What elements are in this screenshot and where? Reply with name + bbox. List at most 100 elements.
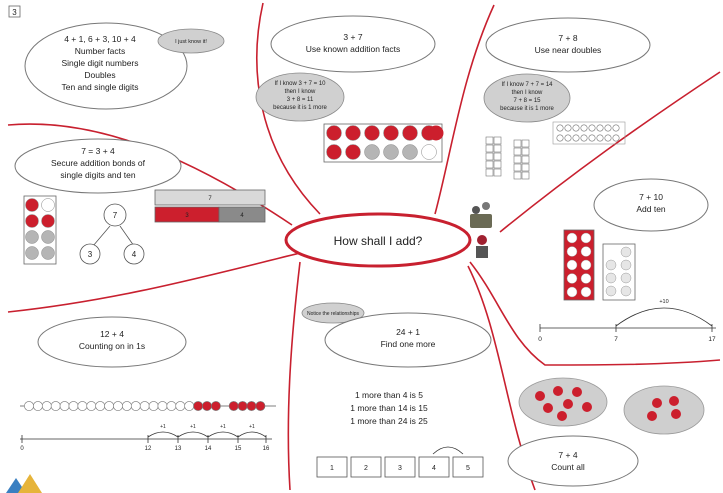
number-card-label-4: 4 xyxy=(432,465,436,472)
line-bottom-left-down xyxy=(288,262,300,490)
ring-counter xyxy=(613,135,619,141)
count-dot xyxy=(647,411,657,421)
one-more-line-1: 24 + 1 xyxy=(396,327,420,337)
ring-counter xyxy=(589,135,595,141)
cube-block xyxy=(522,156,529,163)
number-card-label-3: 3 xyxy=(398,465,402,472)
count-dot xyxy=(669,396,679,406)
partial-frame-dot xyxy=(621,247,631,257)
ring-counter xyxy=(597,125,603,131)
known-facts-bubble-2: then I know xyxy=(285,89,316,95)
jump-label-1: +1 xyxy=(160,424,166,430)
one-more-fact-1: 1 more than 4 is 5 xyxy=(355,390,423,400)
bead xyxy=(229,401,238,410)
near-doubles-line-1: 7 + 8 xyxy=(558,33,577,43)
count-axis-label-14: 14 xyxy=(205,446,212,452)
count-dot xyxy=(543,403,553,413)
ring-counter xyxy=(573,125,579,131)
bead xyxy=(96,401,105,410)
bead xyxy=(87,401,96,410)
jump-label-3: +1 xyxy=(220,424,226,430)
ten-frame-counter xyxy=(365,145,380,160)
count-dot xyxy=(671,409,681,419)
cube-block xyxy=(494,145,501,152)
bead-string xyxy=(20,401,276,410)
number-card-label-1: 1 xyxy=(330,465,334,472)
cube-block xyxy=(486,145,493,152)
ten-frame-counter xyxy=(365,126,380,141)
ring-counter xyxy=(573,135,579,141)
known-facts-line-1: 3 + 7 xyxy=(343,32,362,42)
number-facts-line-1: 4 + 1, 6 + 3, 10 + 4 xyxy=(64,34,136,44)
partial-frame-dot xyxy=(606,286,616,296)
bead xyxy=(60,401,69,410)
ring-counter xyxy=(597,135,603,141)
jump-label-4: +1 xyxy=(249,424,255,430)
partial-frame-dot xyxy=(621,273,631,283)
number-facts-line-4: Doubles xyxy=(84,70,115,80)
cube-block xyxy=(486,153,493,160)
bead xyxy=(202,401,211,410)
bead xyxy=(176,401,185,410)
count-dot xyxy=(582,402,592,412)
ten-frame-dot xyxy=(567,274,577,284)
ten-frame-counter xyxy=(384,145,399,160)
ten-frame-dot xyxy=(567,260,577,270)
line-bottomright xyxy=(470,262,720,365)
jump-label-2: +1 xyxy=(190,424,196,430)
add-ten-jump-label: +10 xyxy=(659,299,668,305)
bonds-counter xyxy=(42,247,55,260)
add-ten-number-line: +10 0 7 17 xyxy=(538,299,716,343)
counting-on-number-line: +1 +1 +1 +1 0 12 13 14 15 16 xyxy=(20,424,272,452)
page-number: 3 xyxy=(12,8,17,17)
ten-frame-counter xyxy=(429,126,444,141)
ten-frame-counter xyxy=(327,126,342,141)
add-ten-axis-label-7: 7 xyxy=(614,336,618,343)
line-topright xyxy=(435,5,494,214)
bead xyxy=(69,401,78,410)
bonds-counter xyxy=(26,231,39,244)
count-axis-label-12: 12 xyxy=(145,446,152,452)
known-facts-bubble-4: because it is 1 more xyxy=(273,105,327,111)
ten-frame-dot xyxy=(581,233,591,243)
count-axis-label-15: 15 xyxy=(235,446,242,452)
counting-on-line-2: Counting on in 1s xyxy=(79,341,145,351)
tree-part-label-1: 3 xyxy=(88,250,93,259)
number-facts-line-3: Single digit numbers xyxy=(61,58,138,68)
near-doubles-bubble-2: then I know xyxy=(512,90,543,96)
count-axis-label-13: 13 xyxy=(175,446,182,452)
cube-block xyxy=(486,137,493,144)
ten-frame-counter xyxy=(403,126,418,141)
cube-block xyxy=(522,148,529,155)
cube-block xyxy=(494,161,501,168)
bonds-line-2: Secure addition bonds of xyxy=(51,158,146,168)
card-jump-arc xyxy=(433,447,463,454)
add-ten-jump-arc xyxy=(616,308,712,326)
known-facts-ten-frame xyxy=(324,124,444,162)
add-ten-line-1: 7 + 10 xyxy=(639,192,663,202)
tree-whole-label: 7 xyxy=(113,211,118,220)
number-facts-bubble-text: I just know it! xyxy=(175,39,207,45)
bead xyxy=(185,401,194,410)
count-dot xyxy=(553,386,563,396)
bead xyxy=(149,401,158,410)
count-all-line-2: Count all xyxy=(551,462,585,472)
bonds-counter-frame xyxy=(24,196,56,264)
ten-frame-counter xyxy=(403,145,418,160)
count-all-ellipse xyxy=(508,436,638,486)
tree-part-label-2: 4 xyxy=(132,250,137,259)
jump-arc-1 xyxy=(148,432,178,437)
add-ten-axis-label-0: 0 xyxy=(538,336,542,343)
cube-block xyxy=(514,172,521,179)
near-doubles-bubble-3: 7 + 8 = 15 xyxy=(513,98,541,104)
part-whole-tree: 7 3 4 xyxy=(80,204,144,264)
count-axis-label-0: 0 xyxy=(20,446,24,452)
bead xyxy=(78,401,87,410)
near-doubles-bubble-1: If I know 7 + 7 = 14 xyxy=(501,82,553,88)
bonds-counter xyxy=(42,215,55,228)
known-facts-line-2: Use known addition facts xyxy=(306,44,401,54)
known-facts-bubble-1: If I know 3 + 7 = 10 xyxy=(274,81,326,87)
add-ten-frames xyxy=(564,230,635,300)
ten-frame-dot xyxy=(581,274,591,284)
ring-counter xyxy=(581,135,587,141)
